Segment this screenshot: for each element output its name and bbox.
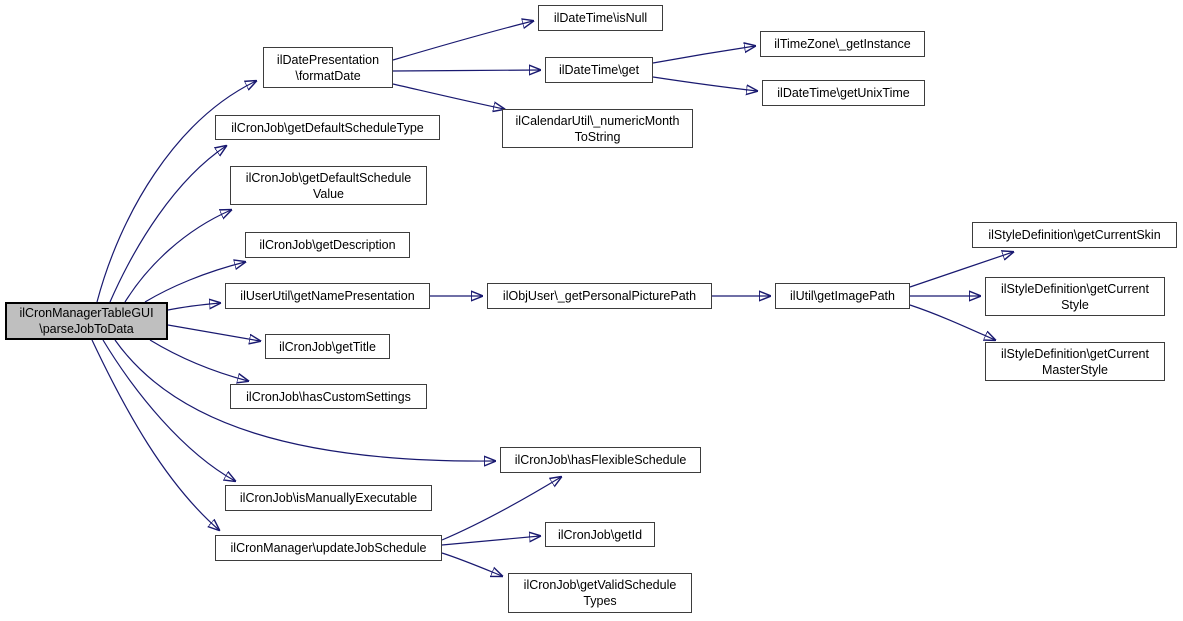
call-edge-root-to-isManuallyExecutable: [102, 339, 235, 481]
graph-node-root: ilCronManagerTableGUI \parseJobToData: [5, 302, 168, 340]
call-edge-get-to-getInstance: [652, 46, 755, 64]
call-edge-updateJobSchedule-to-hasFlexibleSchedule: [441, 477, 561, 541]
graph-node-label: \parseJobToData: [39, 322, 134, 336]
call-edge-imagePath-to-currentMasterStyle: [909, 304, 995, 340]
call-edge-get-to-getUnixTime: [652, 76, 757, 91]
graph-node-getTitle[interactable]: ilCronJob\getTitle: [265, 334, 390, 359]
graph-node-label: ilStyleDefinition\getCurrent: [1001, 281, 1149, 296]
graph-node-label: ilCronJob\getDefaultSchedule: [245, 170, 412, 185]
graph-node-label: ilCronJob\getId: [557, 527, 643, 542]
graph-node-isManuallyExecutable[interactable]: ilCronJob\isManuallyExecutable: [225, 485, 432, 511]
graph-node-label: ToString: [574, 129, 621, 144]
graph-node-label: ilCronJob\hasCustomSettings: [246, 389, 411, 404]
call-edge-formatDate-to-numericMonthToString: [392, 83, 504, 109]
graph-node-getId[interactable]: ilCronJob\getId: [545, 522, 655, 547]
call-edge-imagePath-to-currentSkin: [909, 252, 1013, 288]
graph-node-personalPicturePath[interactable]: ilObjUser\_getPersonalPicturePath: [487, 283, 712, 309]
graph-node-getDefaultScheduleType[interactable]: ilCronJob\getDefaultScheduleType: [215, 115, 440, 140]
graph-node-getInstance[interactable]: ilTimeZone\_getInstance: [760, 31, 925, 57]
graph-node-label: ilStyleDefinition\getCurrentSkin: [988, 228, 1161, 242]
call-edge-root-to-getDefaultScheduleType: [109, 146, 226, 303]
graph-node-label: ilCronJob\getDescription: [259, 238, 396, 252]
graph-node-label: ilObjUser\_getPersonalPicturePath: [502, 289, 697, 303]
graph-node-hasCustomSettings[interactable]: ilCronJob\hasCustomSettings: [230, 384, 427, 409]
graph-node-hasFlexibleSchedule[interactable]: ilCronJob\hasFlexibleSchedule: [500, 447, 701, 473]
graph-node-label: ilDatePresentation: [276, 52, 380, 67]
graph-node-label: MasterStyle: [1042, 362, 1108, 377]
call-edge-root-to-hasCustomSettings: [149, 339, 248, 381]
call-edge-root-to-getNamePresentation: [167, 303, 220, 311]
graph-node-label: ilCalendarUtil\_numericMonth: [515, 113, 680, 128]
call-edge-root-to-getTitle: [167, 324, 260, 341]
graph-node-imagePath[interactable]: ilUtil\getImagePath: [775, 283, 910, 309]
graph-node-label: ilCronJob\getValidSchedule: [523, 578, 677, 592]
graph-node-currentSkin[interactable]: ilStyleDefinition\getCurrentSkin: [972, 222, 1177, 248]
graph-node-isNull[interactable]: ilDateTime\isNull: [538, 5, 663, 31]
graph-node-label: ilCronManagerTableGUI: [19, 306, 154, 320]
graph-node-label: ilDateTime\getUnixTime: [777, 86, 910, 100]
edge-group: [91, 21, 1013, 576]
call-edge-root-to-updateJobSchedule: [91, 339, 219, 530]
graph-node-getNamePresentation[interactable]: ilUserUtil\getNamePresentation: [225, 283, 430, 309]
call-edge-formatDate-to-isNull: [392, 21, 533, 61]
graph-node-getUnixTime[interactable]: ilDateTime\getUnixTime: [762, 80, 925, 106]
graph-node-formatDate[interactable]: ilDatePresentation\formatDate: [263, 47, 393, 88]
call-edge-updateJobSchedule-to-getId: [441, 536, 540, 546]
graph-node-label: ilDateTime\isNull: [553, 11, 648, 25]
call-edge-updateJobSchedule-to-validScheduleTypes: [441, 552, 502, 576]
graph-node-get[interactable]: ilDateTime\get: [545, 57, 653, 83]
call-edge-root-to-hasFlexibleSchedule: [114, 339, 495, 461]
graph-node-label: ilStyleDefinition\getCurrent: [1001, 346, 1149, 361]
graph-node-label: Value: [312, 186, 345, 201]
call-edge-formatDate-to-get: [392, 70, 540, 71]
graph-node-label: ilUserUtil\getNamePresentation: [240, 289, 415, 303]
graph-node-updateJobSchedule[interactable]: ilCronManager\updateJobSchedule: [215, 535, 442, 561]
call-edge-root-to-getDescription: [144, 262, 245, 303]
graph-node-label: ilUtil\getImagePath: [790, 289, 895, 303]
graph-node-getDescription[interactable]: ilCronJob\getDescription: [245, 232, 410, 258]
graph-node-label: ilCronJob\getDefaultScheduleType: [231, 120, 424, 135]
graph-node-label: ilCronJob\isManuallyExecutable: [239, 491, 418, 505]
call-edge-root-to-formatDate: [96, 81, 256, 303]
graph-node-label: \formatDate: [295, 68, 361, 83]
graph-node-label: ilCronManager\updateJobSchedule: [230, 541, 427, 555]
call-edge-root-to-getDefaultScheduleValue: [124, 210, 231, 303]
graph-node-label: Style: [1061, 297, 1089, 312]
graph-node-label: ilCronJob\hasFlexibleSchedule: [514, 453, 687, 467]
graph-node-label: Types: [583, 594, 617, 608]
graph-node-label: ilCronJob\getTitle: [279, 339, 376, 354]
graph-node-label: ilDateTime\get: [558, 63, 640, 77]
graph-node-label: ilTimeZone\_getInstance: [774, 37, 911, 51]
